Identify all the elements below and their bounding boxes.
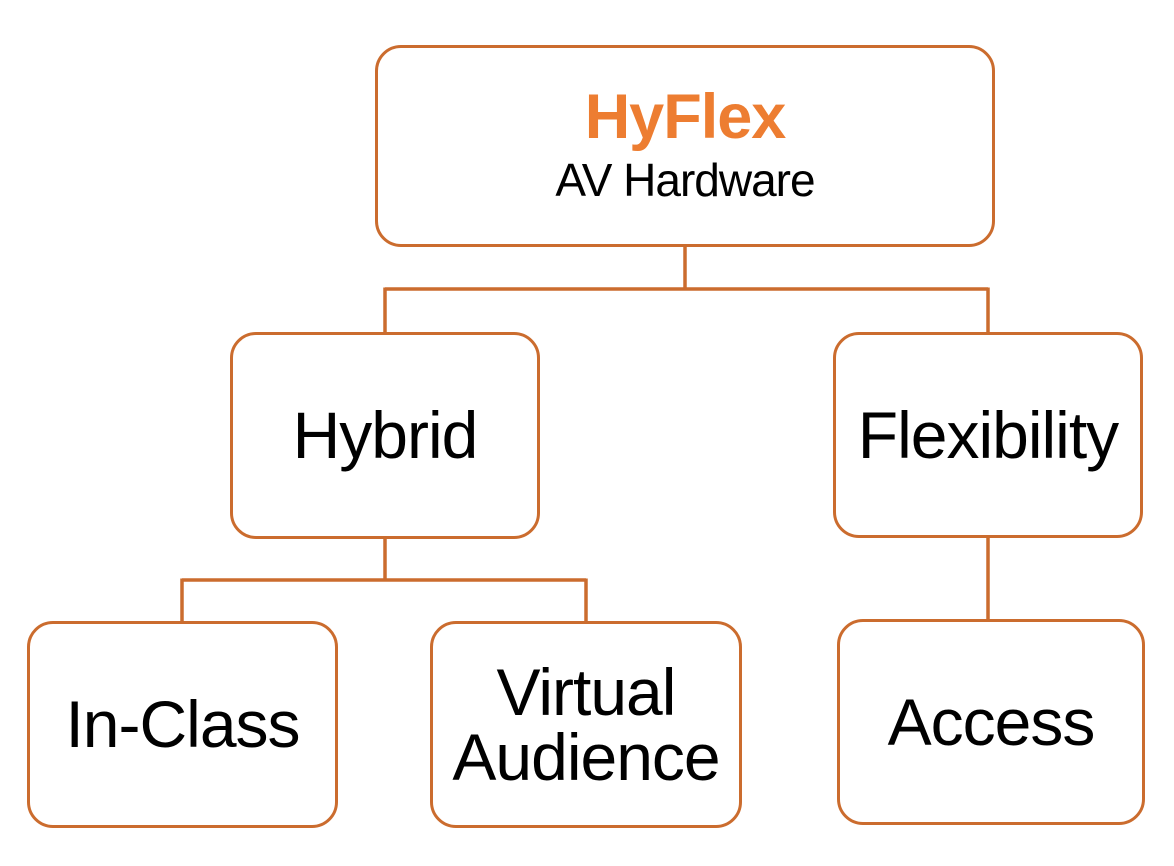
node-flexibility: Flexibility (833, 332, 1143, 538)
node-virtual-audience-label: Virtual Audience (452, 655, 720, 794)
node-access: Access (837, 619, 1145, 825)
node-access-label: Access (887, 684, 1096, 759)
node-hyflex: HyFlex AV Hardware (375, 45, 995, 247)
node-hyflex-subtitle: AV Hardware (555, 154, 815, 207)
node-hybrid: Hybrid (230, 332, 540, 539)
node-in-class: In-Class (27, 621, 338, 828)
node-hybrid-label: Hybrid (292, 398, 479, 473)
node-hyflex-title: HyFlex (584, 82, 787, 153)
node-in-class-label: In-Class (65, 687, 300, 762)
node-flexibility-label: Flexibility (857, 397, 1119, 472)
node-virtual-audience: Virtual Audience (430, 621, 742, 828)
